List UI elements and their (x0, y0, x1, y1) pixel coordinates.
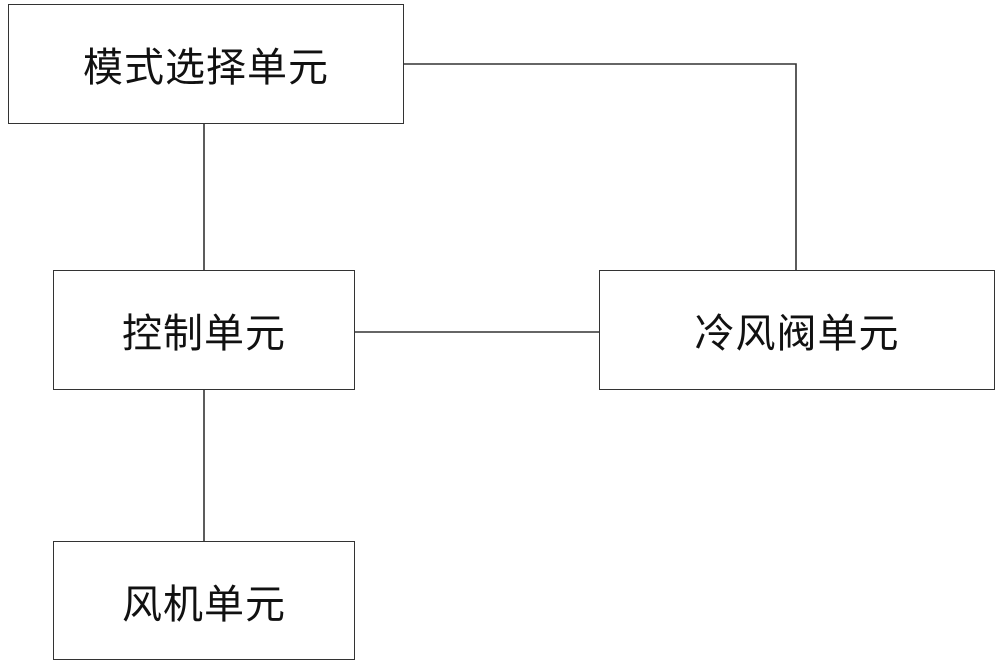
mode-selection-unit-label: 模式选择单元 (83, 35, 329, 93)
control-unit-box: 控制单元 (53, 270, 355, 390)
cold-air-valve-unit-label: 冷风阀单元 (695, 301, 900, 359)
cold-air-valve-unit-box: 冷风阀单元 (599, 270, 995, 390)
fan-unit-label: 风机单元 (122, 572, 286, 630)
mode-selection-unit-box: 模式选择单元 (8, 4, 404, 124)
edge-mode-valve (404, 64, 796, 270)
fan-unit-box: 风机单元 (53, 541, 355, 660)
control-unit-label: 控制单元 (122, 301, 286, 359)
